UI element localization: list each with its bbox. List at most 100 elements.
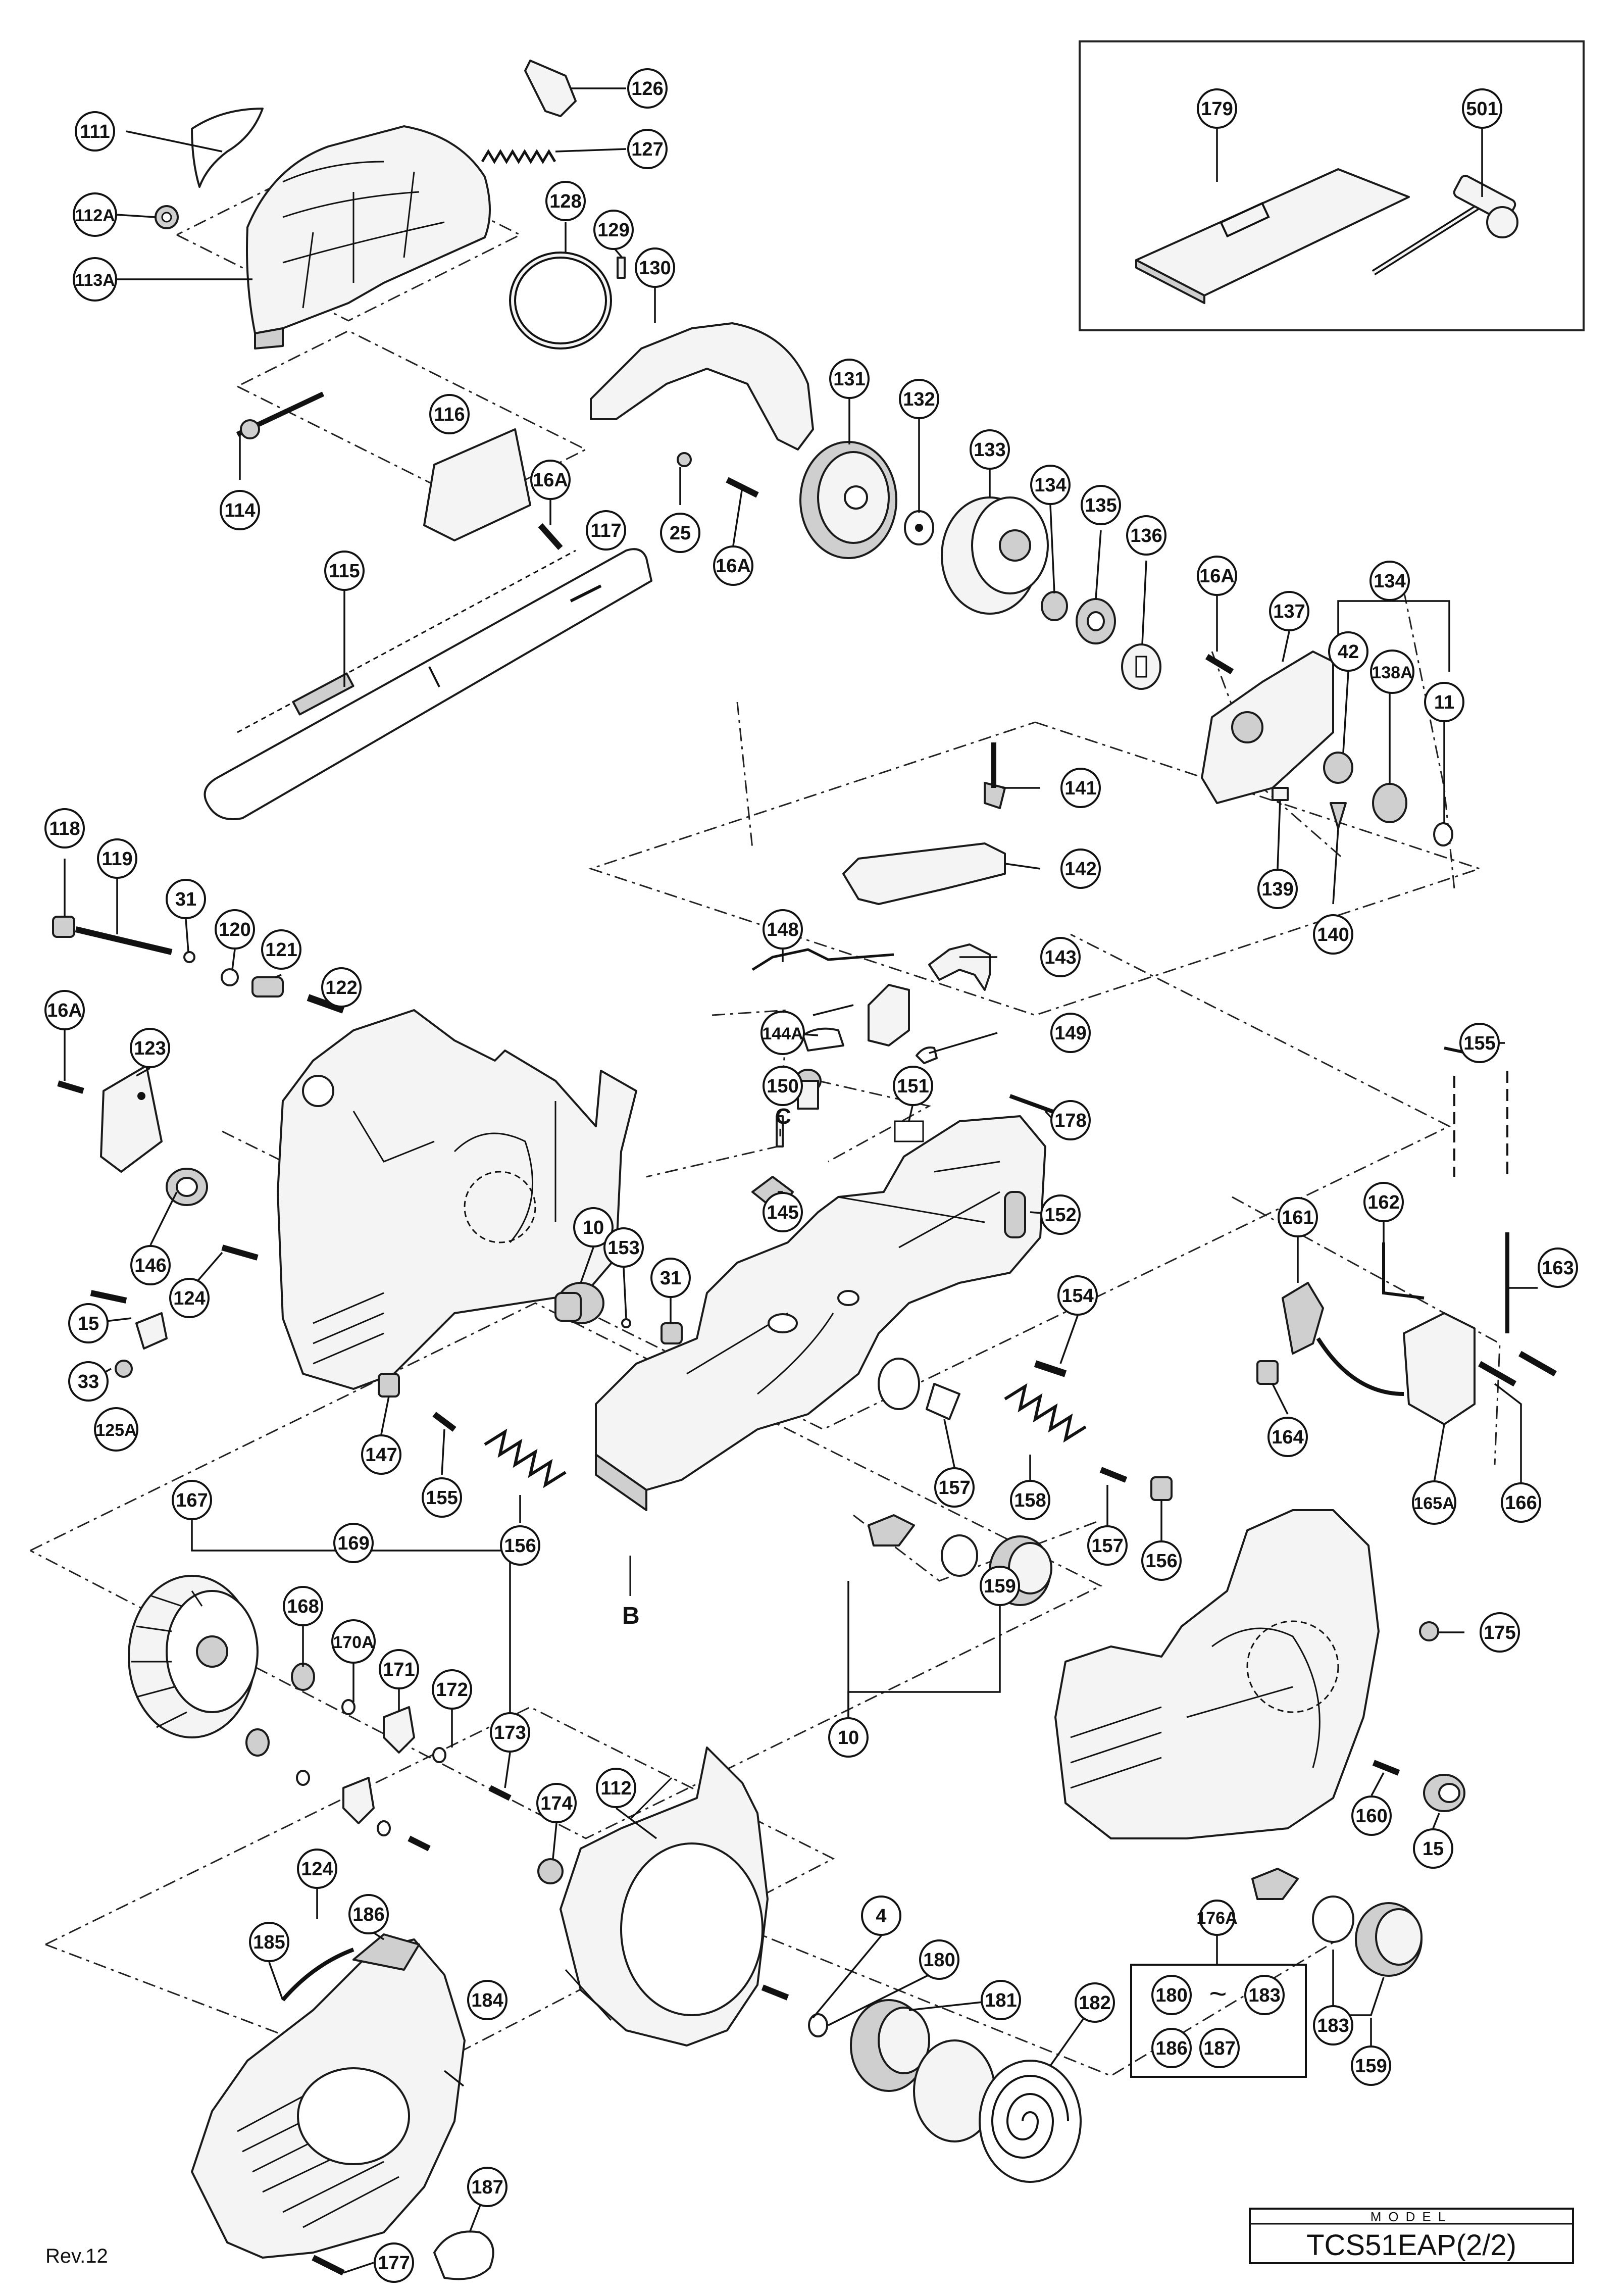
callout-number: 167 <box>176 1490 208 1511</box>
callout-bubble <box>828 1717 869 1758</box>
callout-bubble <box>1462 88 1502 129</box>
callout-number: 117 <box>590 520 621 541</box>
callout-number: 115 <box>329 561 360 582</box>
callout-bubble <box>573 1207 614 1248</box>
callout-bubble <box>829 359 870 399</box>
callout-bubble <box>893 1066 933 1106</box>
callout-number: 148 <box>767 919 798 940</box>
callout-number: 183 <box>1317 2015 1349 2036</box>
callout-number: 4 <box>876 1906 886 1927</box>
callout-bubble <box>1060 849 1101 889</box>
callout-bubble <box>130 1028 170 1068</box>
callout-bubble <box>627 129 668 169</box>
callout-number: 31 <box>175 889 196 910</box>
callout-number: 145 <box>767 1202 798 1223</box>
callout-bubble <box>1351 1795 1392 1836</box>
callout-number: 116 <box>434 404 465 425</box>
callout-number: 113A <box>75 271 115 290</box>
callout-bubble <box>1459 1023 1500 1063</box>
callout-number: 184 <box>471 1990 503 2011</box>
section-letter-b: B <box>622 1603 640 1629</box>
callout-bubble <box>530 460 571 500</box>
callout-bubble <box>596 1768 636 1808</box>
callout-number: 136 <box>1130 525 1162 546</box>
callout-bubble <box>1313 2005 1353 2045</box>
callout-number: 159 <box>1355 2056 1387 2077</box>
callout-bubble <box>1126 515 1166 556</box>
callout-bubble <box>545 181 586 221</box>
callout-number: 124 <box>173 1288 205 1309</box>
callout-number: 170A <box>333 1633 374 1652</box>
callout-number: 129 <box>597 220 629 241</box>
callout-number: 155 <box>1463 1033 1495 1054</box>
callout-bubble <box>1050 1100 1091 1140</box>
callout-number: 121 <box>265 939 297 961</box>
callout-number: 31 <box>660 1268 681 1289</box>
kit-note: 176A 180 ~ 183 186 187 <box>1130 1900 1307 2078</box>
callout-number: 179 <box>1201 98 1233 120</box>
callout-bubble <box>1197 88 1237 129</box>
callout-bubble <box>981 1980 1021 2020</box>
callout-number: 186 <box>352 1904 384 1925</box>
callout-number: 42 <box>1338 641 1359 663</box>
callout-number: 16A <box>533 470 568 491</box>
callout-bubble <box>934 1467 975 1508</box>
guide-bar-cover-501 <box>1135 168 1410 304</box>
callout-bubble <box>1412 1480 1456 1525</box>
callout-number: 137 <box>1273 601 1305 622</box>
callout-bubble <box>297 1849 337 1889</box>
recoil-starter-housing <box>191 1933 494 2280</box>
callout-number: 165A <box>1413 1494 1454 1513</box>
callout-number: 119 <box>102 849 132 870</box>
callout-bubble <box>220 490 260 530</box>
callout-bubble <box>970 429 1010 470</box>
callout-bubble <box>899 379 939 419</box>
callout-number: 134 <box>1374 571 1405 592</box>
callout-number: 162 <box>1367 1192 1399 1213</box>
kit-number: 176A <box>1196 1909 1237 1928</box>
callout-bubble <box>919 1939 959 1980</box>
callout-number: 146 <box>134 1255 166 1276</box>
callout-bubble <box>429 394 470 434</box>
callout-bubble <box>374 2242 414 2283</box>
callout-number: 120 <box>219 919 250 940</box>
model-caption: MODEL <box>1371 2209 1452 2224</box>
sprocket-guard-parts <box>155 60 814 820</box>
callout-number: 123 <box>134 1038 166 1059</box>
callout-bubble <box>422 1477 462 1518</box>
callout-number: 159 <box>984 1576 1016 1597</box>
callout-bubble <box>861 1895 901 1936</box>
callout-number: 178 <box>1054 1110 1086 1131</box>
ignition-parts <box>1256 1033 1557 1425</box>
callout-bubble <box>1075 1982 1115 2023</box>
callout-number: 154 <box>1061 1285 1093 1307</box>
callout-bubble <box>763 1066 803 1106</box>
callout-number: 139 <box>1261 879 1293 900</box>
callout-bubble <box>1030 465 1071 505</box>
chain-tensioner-parts <box>52 916 345 1378</box>
callout-bubble <box>660 513 700 553</box>
callout-number: 138A <box>1372 663 1412 682</box>
kit-range-to: 183 <box>1248 1985 1280 2006</box>
callout-number: 131 <box>833 369 865 390</box>
callout-bubble <box>1480 1612 1520 1653</box>
accessory-box <box>1079 40 1585 331</box>
callout-number: 126 <box>631 78 663 99</box>
callout-bubble <box>650 1258 691 1298</box>
callout-bubble <box>1040 937 1081 977</box>
callout-number: 168 <box>287 1596 319 1617</box>
callout-number: 150 <box>767 1076 798 1097</box>
callout-number: 153 <box>607 1237 639 1259</box>
callout-number: 140 <box>1317 924 1349 945</box>
callout-number: 166 <box>1505 1492 1537 1514</box>
section-letter-c: C <box>775 1104 791 1129</box>
callout-number: 151 <box>897 1076 929 1097</box>
callout-bubble <box>1010 1480 1050 1520</box>
callout-bubble <box>1328 631 1368 672</box>
callout-bubble <box>467 1980 508 2020</box>
callout-number: 187 <box>471 2177 503 2198</box>
kit-range-from: 180 <box>1155 1985 1187 2006</box>
callout-bubble <box>1060 768 1101 808</box>
callout-bubble <box>1370 650 1414 694</box>
callout-bubble <box>1087 1525 1128 1566</box>
